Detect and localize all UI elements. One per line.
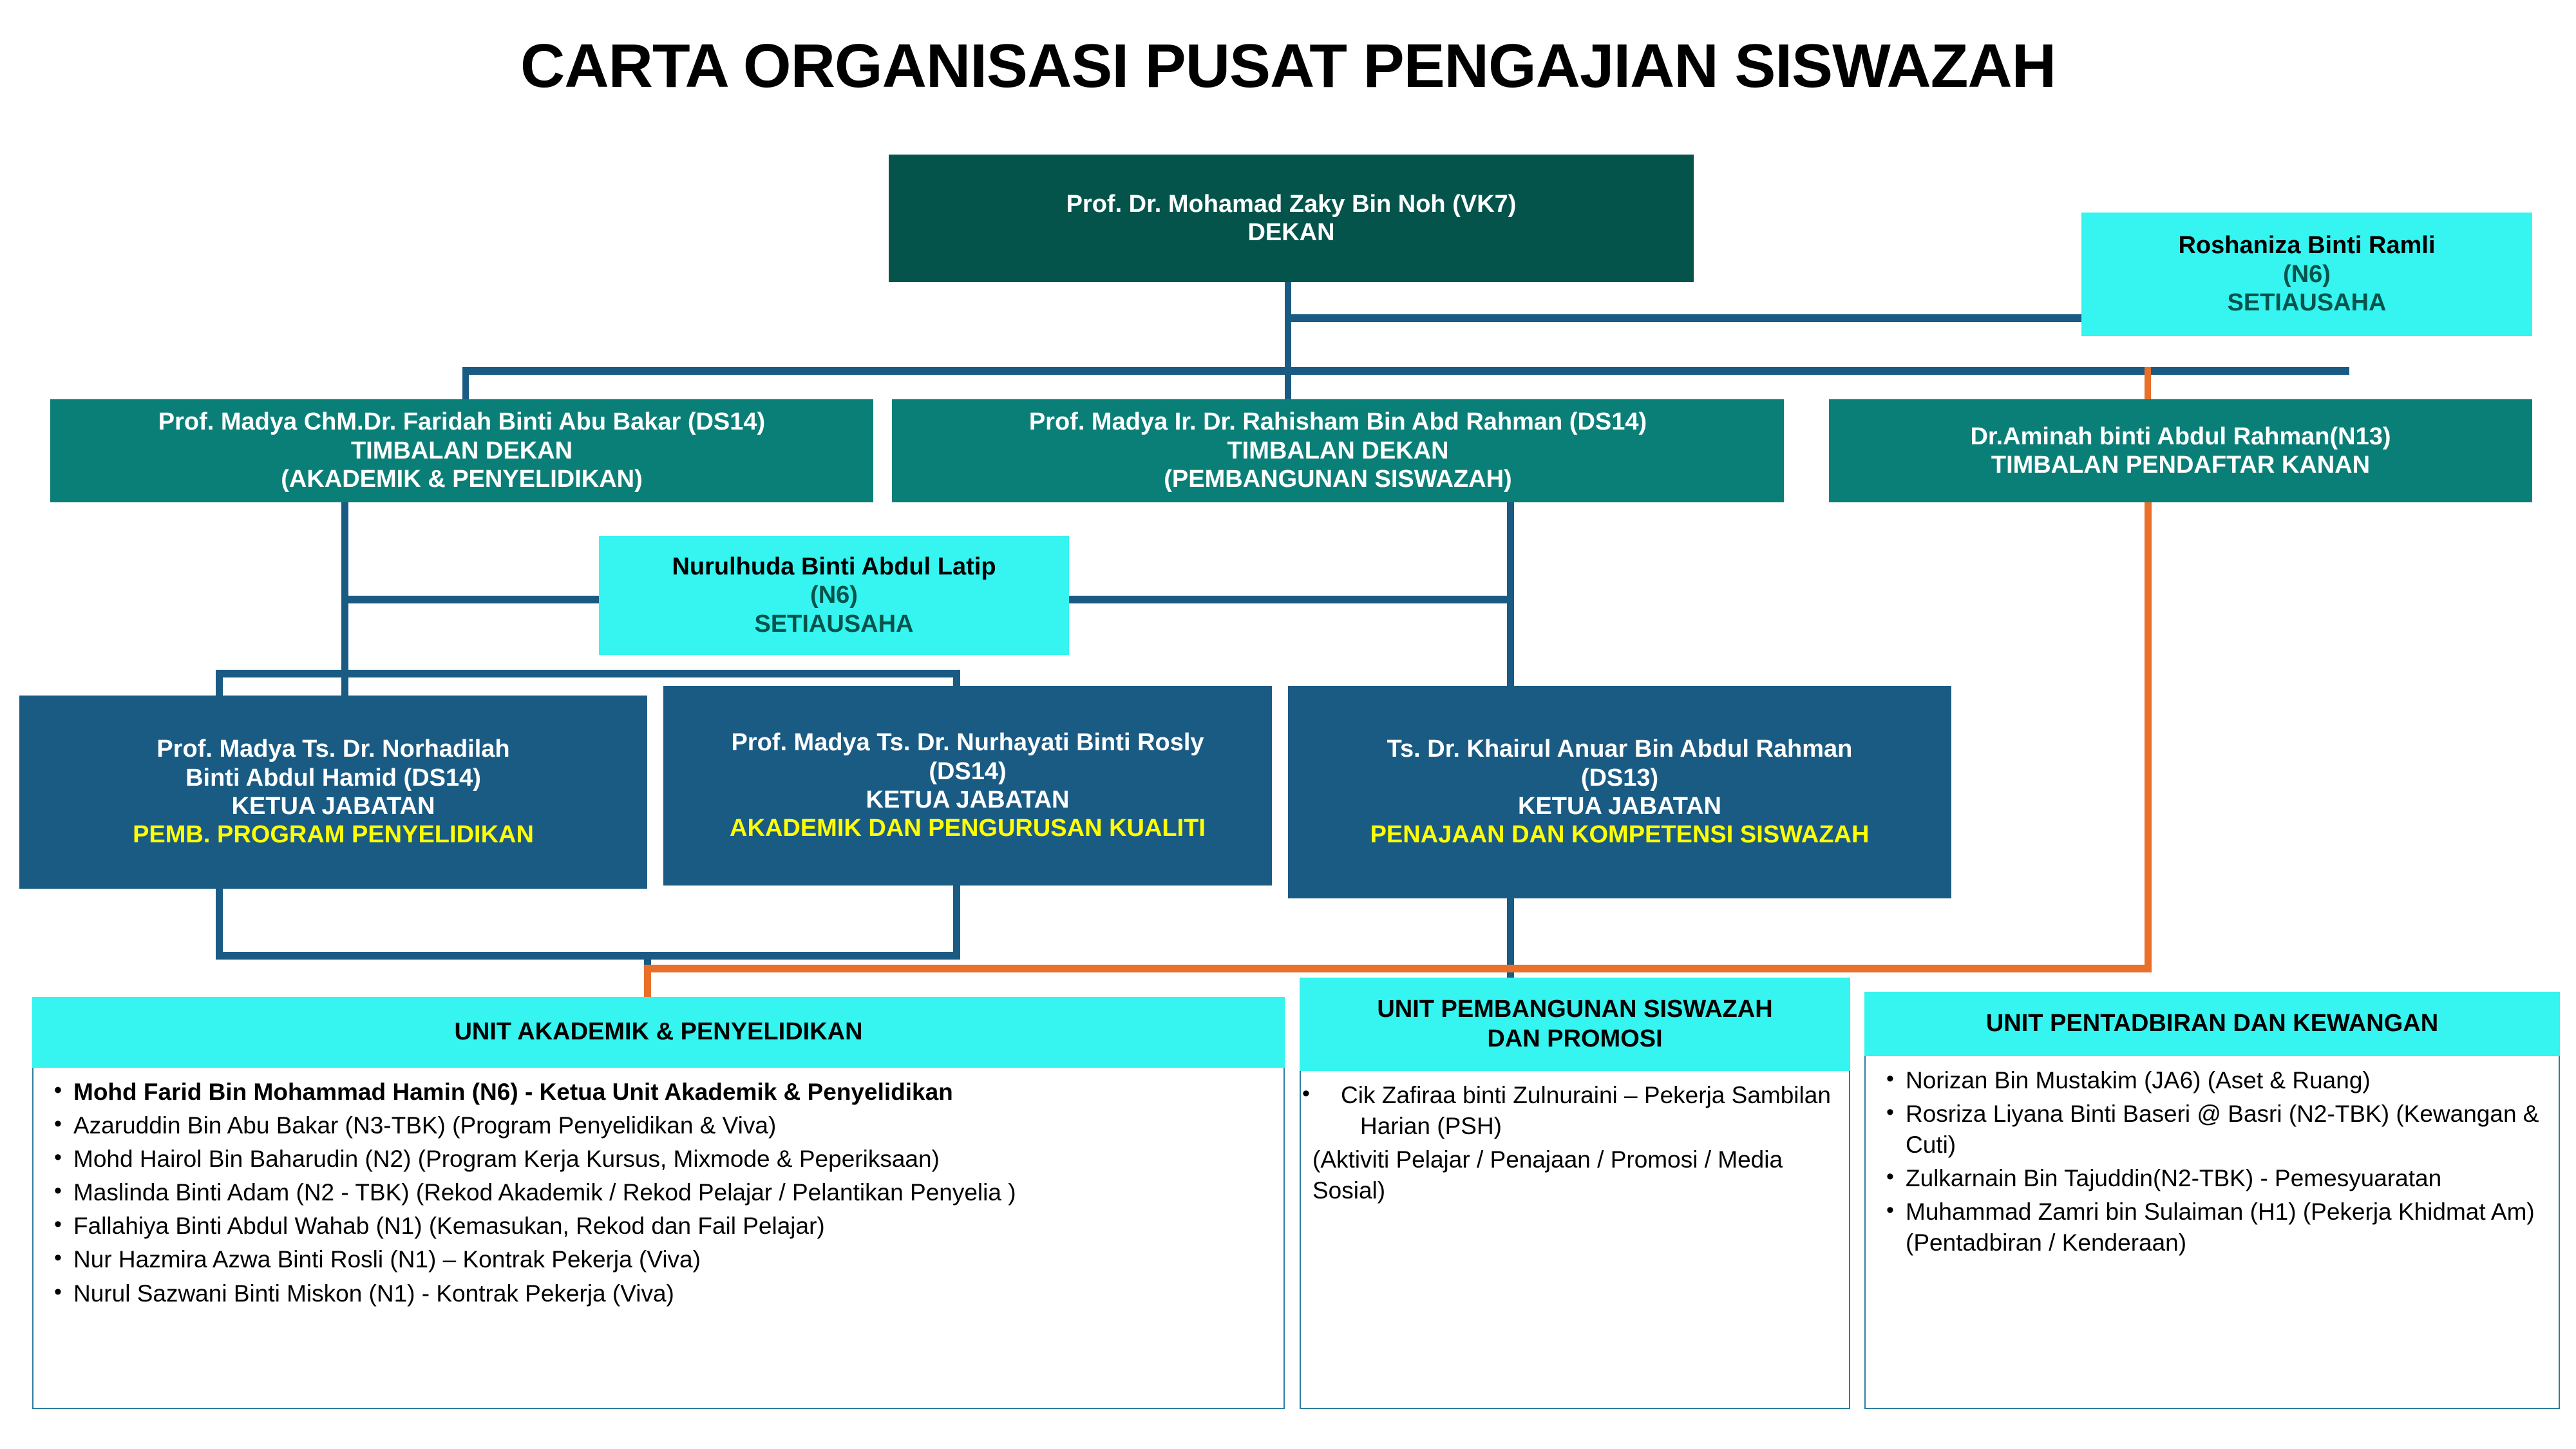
node-deputy-development[interactable]: Prof. Madya Ir. Dr. Rahisham Bin Abd Rah…	[892, 399, 1784, 502]
connector-dean-to-secretary1	[1285, 314, 2090, 322]
node-head-academic-quality[interactable]: Prof. Madya Ts. Dr. Nurhayati Binti Rosl…	[663, 686, 1272, 886]
secretary1-grade: (N6)	[2283, 260, 2331, 288]
list-item: Rosriza Liyana Binti Baseri @ Basri (N2-…	[1886, 1098, 2548, 1160]
secretary2-grade: (N6)	[810, 582, 858, 609]
head3-role: KETUA JABATAN	[1518, 793, 1721, 820]
connector-deputy2-stem	[1507, 496, 1514, 696]
connector-head3-stem	[1507, 886, 1514, 1039]
head1-name-line1: Prof. Madya Ts. Dr. Norhadilah	[156, 735, 510, 763]
unit1-header-line1: UNIT AKADEMIK & PENYELIDIKAN	[454, 1018, 863, 1046]
head2-department: AKADEMIK DAN PENGURUSAN KUALITI	[730, 815, 1206, 842]
list-item: Maslinda Binti Adam (N2 - TBK) (Rekod Ak…	[54, 1177, 1273, 1208]
deputy2-name: Prof. Madya Ir. Dr. Rahisham Bin Abd Rah…	[1028, 408, 1647, 436]
connector-drop-head1	[216, 670, 223, 698]
unit3-body: Norizan Bin Mustakim (JA6) (Aset & Ruang…	[1864, 1056, 2560, 1409]
head1-department: PEMB. PROGRAM PENYELIDIKAN	[133, 821, 534, 849]
connector-drop-head2	[953, 670, 960, 698]
unit-graduate-development-promotion[interactable]: UNIT PEMBANGUNAN SISWAZAH DAN PROMOSI Ci…	[1300, 978, 1850, 1409]
node-secretary-deputy[interactable]: Nurulhuda Binti Abdul Latip (N6) SETIAUS…	[599, 536, 1069, 655]
list-item: Zulkarnain Bin Tajuddin(N2-TBK) - Pemesy…	[1886, 1162, 2548, 1194]
list-item: (Aktiviti Pelajar / Penajaan / Promosi /…	[1312, 1146, 1783, 1204]
node-secretary-dean[interactable]: Roshaniza Binti Ramli (N6) SETIAUSAHA	[2081, 213, 2532, 336]
head3-name-line1: Ts. Dr. Khairul Anuar Bin Abdul Rahman	[1387, 735, 1853, 763]
dean-name: Prof. Dr. Mohamad Zaky Bin Noh (VK7)	[1066, 190, 1517, 218]
deputy2-scope: (PEMBANGUNAN SISWAZAH)	[1164, 466, 1512, 493]
dean-role: DEKAN	[1247, 219, 1335, 246]
unit2-member-list: Cik Zafiraa binti Zulnuraini – Pekerja S…	[1305, 1080, 1845, 1206]
list-item: Fallahiya Binti Abdul Wahab (N1) (Kemasu…	[54, 1210, 1273, 1242]
connector-deputy-bus	[462, 367, 2349, 375]
list-item: Nurul Sazwani Binti Miskon (N1) - Kontra…	[54, 1278, 1273, 1309]
connector-orange-bus	[644, 965, 2152, 972]
head3-department: PENAJAAN DAN KOMPETENSI SISWAZAH	[1370, 821, 1870, 849]
connector-orange-right-vertical	[2145, 496, 2152, 971]
deputy3-name: Dr.Aminah binti Abdul Rahman(N13)	[1970, 422, 2391, 450]
deputy1-scope: (AKADEMIK & PENYELIDIKAN)	[281, 466, 643, 493]
list-item: Azaruddin Bin Abu Bakar (N3-TBK) (Progra…	[54, 1110, 1273, 1141]
connector-head1-stem	[216, 886, 223, 956]
node-head-research-program[interactable]: Prof. Madya Ts. Dr. Norhadilah Binti Abd…	[19, 696, 647, 889]
unit1-body: Mohd Farid Bin Mohammad Hamin (N6) - Ket…	[32, 1068, 1285, 1409]
unit2-body: Cik Zafiraa binti Zulnuraini – Pekerja S…	[1300, 1071, 1850, 1409]
unit2-header-line2: DAN PROMOSI	[1487, 1025, 1663, 1052]
list-item: Nur Hazmira Azwa Binti Rosli (N1) – Kont…	[54, 1244, 1273, 1275]
deputy2-role: TIMBALAN DEKAN	[1227, 437, 1449, 464]
list-item: Mohd Farid Bin Mohammad Hamin (N6) - Ket…	[54, 1076, 1273, 1108]
head1-name-line2: Binti Abdul Hamid (DS14)	[185, 764, 481, 791]
deputy1-role: TIMBALAN DEKAN	[350, 437, 573, 464]
head2-name-line2: (DS14)	[929, 757, 1007, 785]
deputy1-name: Prof. Madya ChM.Dr. Faridah Binti Abu Ba…	[158, 408, 766, 436]
node-deputy-registrar[interactable]: Dr.Aminah binti Abdul Rahman(N13) TIMBAL…	[1829, 399, 2532, 502]
connector-unit1-bus	[216, 952, 960, 960]
secretary2-role: SETIAUSAHA	[754, 610, 914, 638]
unit2-header: UNIT PEMBANGUNAN SISWAZAH DAN PROMOSI	[1300, 978, 1850, 1071]
unit3-member-list: Norizan Bin Mustakim (JA6) (Aset & Ruang…	[1870, 1065, 2555, 1259]
head3-name-line2: (DS13)	[1580, 764, 1659, 791]
list-item: Mohd Hairol Bin Baharudin (N2) (Program …	[54, 1143, 1273, 1175]
unit3-header: UNIT PENTADBIRAN DAN KEWANGAN	[1864, 992, 2560, 1056]
secretary1-role: SETIAUSAHA	[2227, 289, 2387, 317]
secretary1-name: Roshaniza Binti Ramli	[2178, 232, 2436, 260]
node-head-sponsorship-competency[interactable]: Ts. Dr. Khairul Anuar Bin Abdul Rahman (…	[1288, 686, 1951, 898]
unit1-member-list: Mohd Farid Bin Mohammad Hamin (N6) - Ket…	[37, 1076, 1280, 1309]
deputy3-role: TIMBALAN PENDAFTAR KANAN	[1991, 451, 2371, 478]
head1-role: KETUA JABATAN	[231, 793, 435, 820]
unit1-header: UNIT AKADEMIK & PENYELIDIKAN	[32, 997, 1285, 1068]
list-item: Cik Zafiraa binti Zulnuraini – Pekerja S…	[1341, 1080, 1839, 1142]
connector-heads-bus	[216, 670, 960, 677]
unit-administration-finance[interactable]: UNIT PENTADBIRAN DAN KEWANGAN Norizan Bi…	[1864, 992, 2560, 1409]
unit3-header-line1: UNIT PENTADBIRAN DAN KEWANGAN	[1985, 1010, 2439, 1037]
page-title: CARTA ORGANISASI PUSAT PENGAJIAN SISWAZA…	[520, 32, 2056, 100]
connector-secretary2-to-deputy2	[1063, 596, 1513, 603]
head2-role: KETUA JABATAN	[866, 786, 1070, 813]
list-item: Muhammad Zamri bin Sulaiman (H1) (Pekerj…	[1886, 1196, 2548, 1258]
list-item: Norizan Bin Mustakim (JA6) (Aset & Ruang…	[1886, 1065, 2548, 1096]
head2-name-line1: Prof. Madya Ts. Dr. Nurhayati Binti Rosl…	[731, 729, 1204, 757]
connector-head2-stem	[953, 886, 960, 956]
secretary2-name: Nurulhuda Binti Abdul Latip	[672, 553, 996, 580]
connector-deputy1-to-secretary2	[341, 596, 612, 603]
unit2-header-line1: UNIT PEMBANGUNAN SISWAZAH	[1377, 995, 1773, 1023]
node-deputy-academic[interactable]: Prof. Madya ChM.Dr. Faridah Binti Abu Ba…	[50, 399, 873, 502]
unit-academic-research[interactable]: UNIT AKADEMIK & PENYELIDIKAN Mohd Farid …	[32, 997, 1285, 1409]
node-dean[interactable]: Prof. Dr. Mohamad Zaky Bin Noh (VK7) DEK…	[889, 155, 1694, 282]
